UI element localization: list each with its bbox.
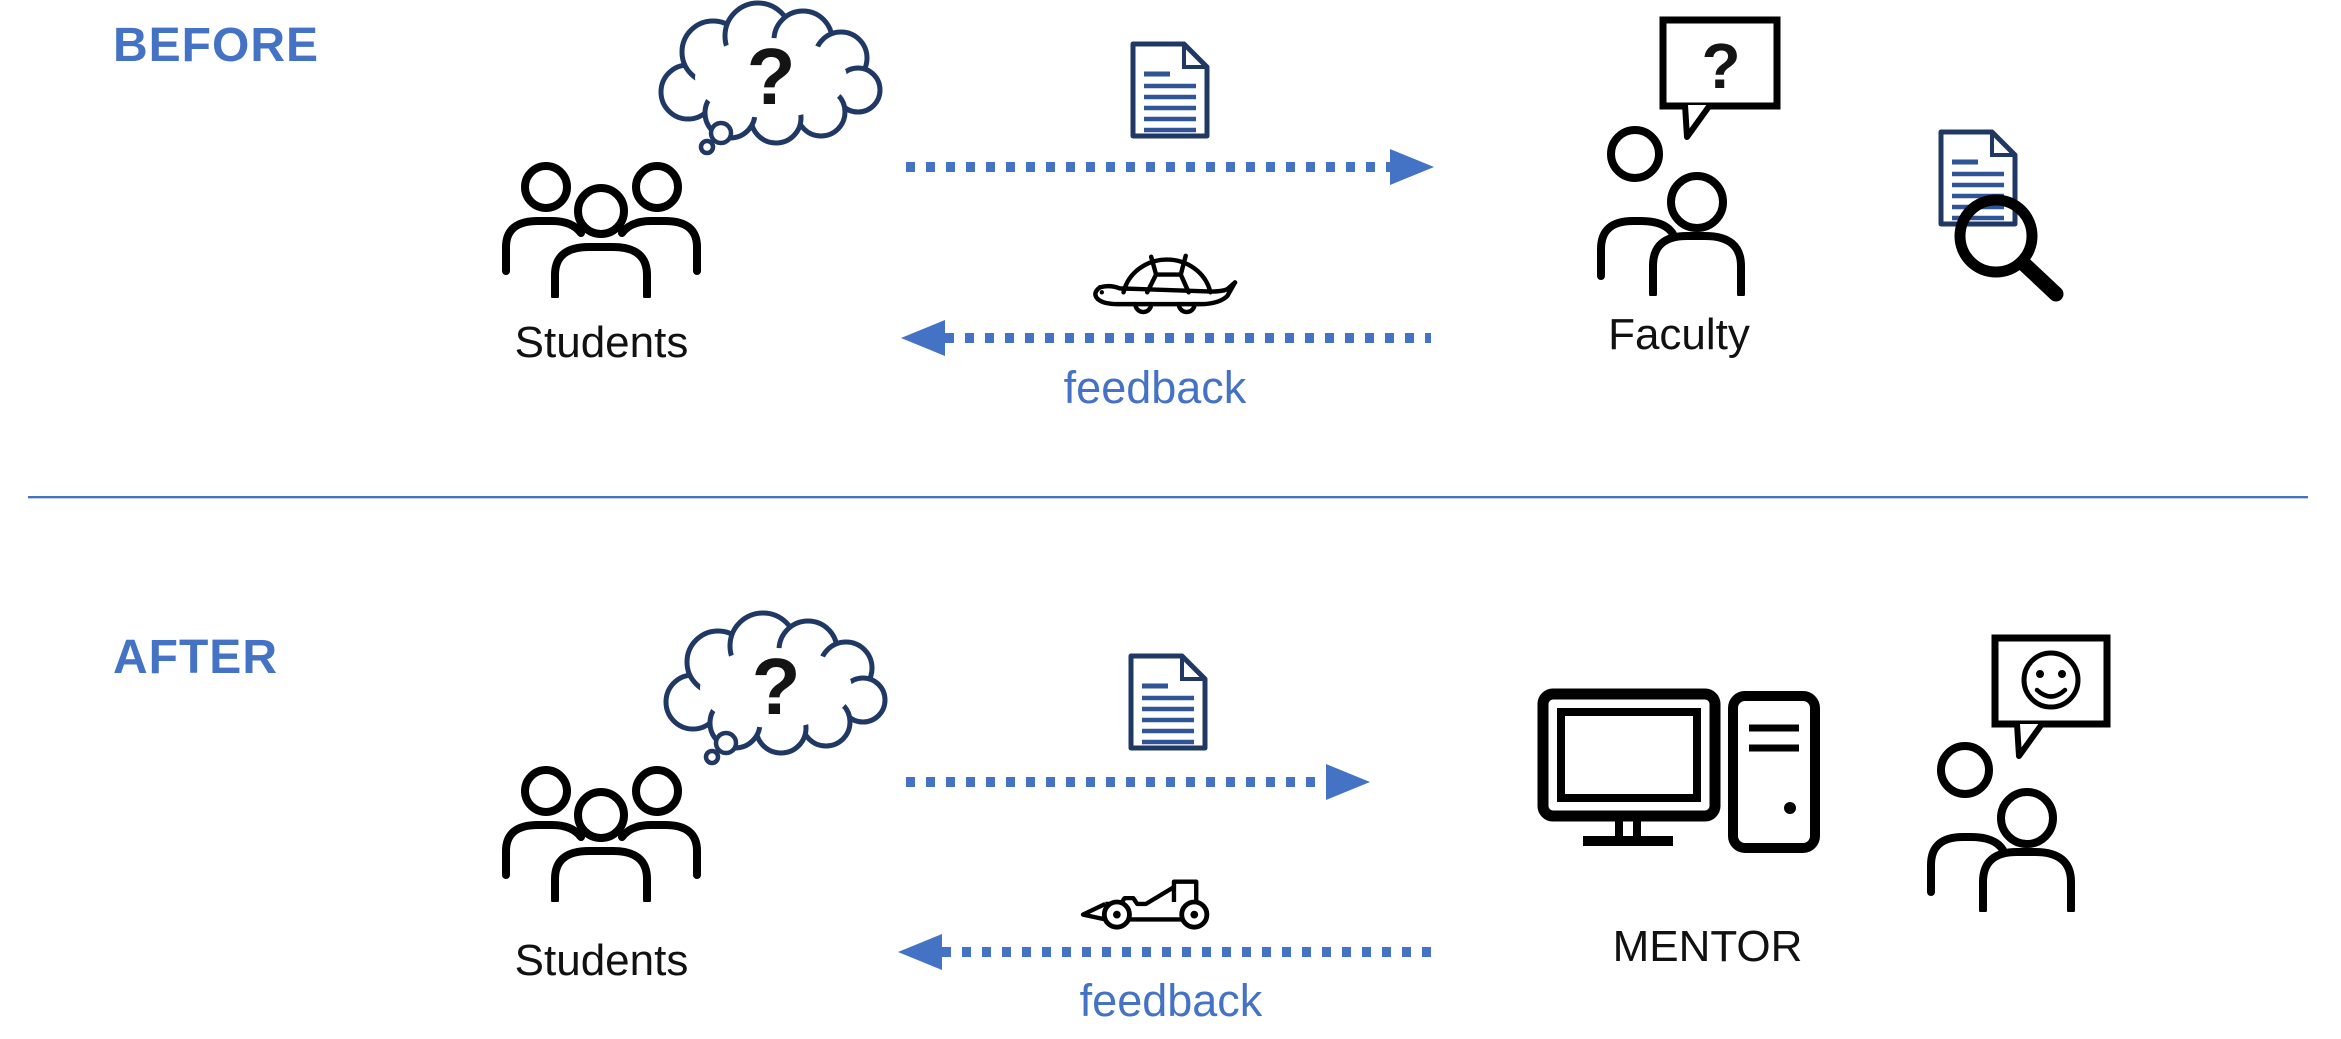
smiley-face-icon [2021, 650, 2081, 710]
speech-bubble-question-icon: ? [1659, 16, 1781, 140]
students-people-group-icon [502, 162, 701, 298]
document-magnifier-icon [1938, 129, 2064, 302]
after-section: AFTER ? [0, 497, 2341, 1039]
speech-bubble-smiley-icon [1991, 634, 2111, 759]
after-section-label: AFTER [113, 631, 278, 684]
dotted-arrow-left [901, 320, 1431, 356]
magnifier-icon [1954, 194, 2038, 278]
computer-icon [1537, 688, 1820, 853]
happy-people-icon [1927, 634, 2111, 912]
mentor-label: MENTOR [1612, 922, 1803, 971]
feedback-label-after: feedback [1079, 975, 1263, 1026]
faculty-people-icon: ? [1597, 16, 1781, 296]
dotted-arrow-left [898, 934, 1442, 970]
race-car-icon [1080, 879, 1210, 930]
dotted-arrow-right [906, 149, 1434, 185]
turtle-icon [1093, 253, 1238, 315]
document-icon [1128, 653, 1208, 751]
question-mark-glyph: ? [1701, 30, 1740, 102]
students-label-before: Students [514, 318, 689, 367]
thought-cloud-icon: ? [663, 610, 888, 766]
question-mark-glyph: ? [752, 642, 801, 731]
students-people-group-icon [502, 766, 701, 902]
before-section: BEFORE ? [0, 0, 2341, 495]
thought-cloud-icon: ? [658, 0, 883, 156]
feedback-label-before: feedback [1063, 362, 1247, 413]
document-icon [1130, 41, 1210, 139]
students-label-after: Students [514, 936, 689, 985]
dotted-arrow-right [906, 764, 1370, 800]
before-section-label: BEFORE [113, 19, 320, 72]
question-mark-glyph: ? [747, 32, 796, 121]
section-divider [28, 496, 2308, 498]
faculty-label: Faculty [1608, 310, 1750, 359]
